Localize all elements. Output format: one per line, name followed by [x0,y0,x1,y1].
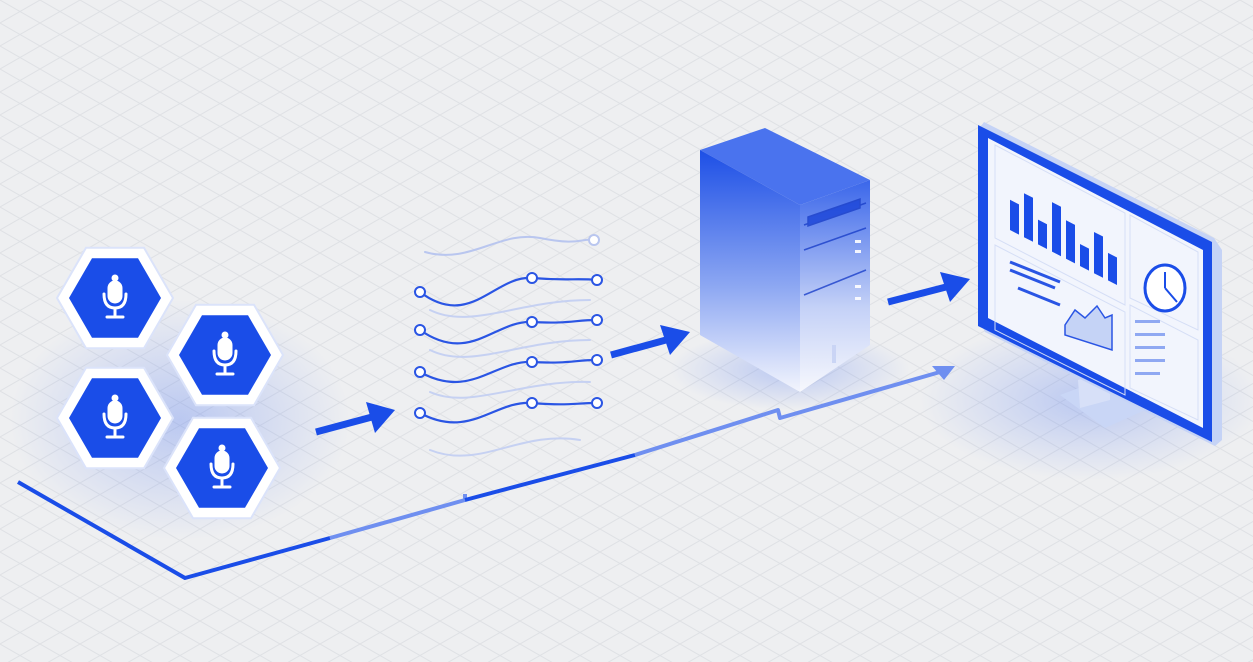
clock-icon [1143,263,1187,313]
dashboard-bar [1108,252,1117,285]
microphone-hexagon [55,246,175,350]
microphone-hexagon [162,416,282,520]
arrow-icon [887,272,970,306]
arrow-icon [610,325,690,359]
waveform-icon [414,234,603,457]
dashboard-bar [1080,244,1089,271]
dashboard-bar [1010,199,1019,235]
floor-connector-line [17,366,955,580]
floor-arrow-head-icon [932,366,955,380]
dashboard-bar [1094,231,1103,278]
microphone-icon [209,444,235,489]
arrow-icon [315,402,395,436]
monitor-icon [978,122,1222,446]
dashboard-bar [1052,202,1061,257]
dashboard-bar [1066,220,1075,264]
server-icon [700,128,870,392]
microphone-sources [55,246,285,520]
microphone-icon [102,274,128,319]
microphone-icon [212,331,238,376]
dashboard-bar [1038,219,1047,249]
microphone-icon [102,394,128,439]
microphone-hexagon [165,303,285,407]
dashboard-bar [1024,193,1033,242]
microphone-hexagon [55,366,175,470]
dashboard-screen [988,138,1203,428]
bar-chart [1010,193,1117,285]
